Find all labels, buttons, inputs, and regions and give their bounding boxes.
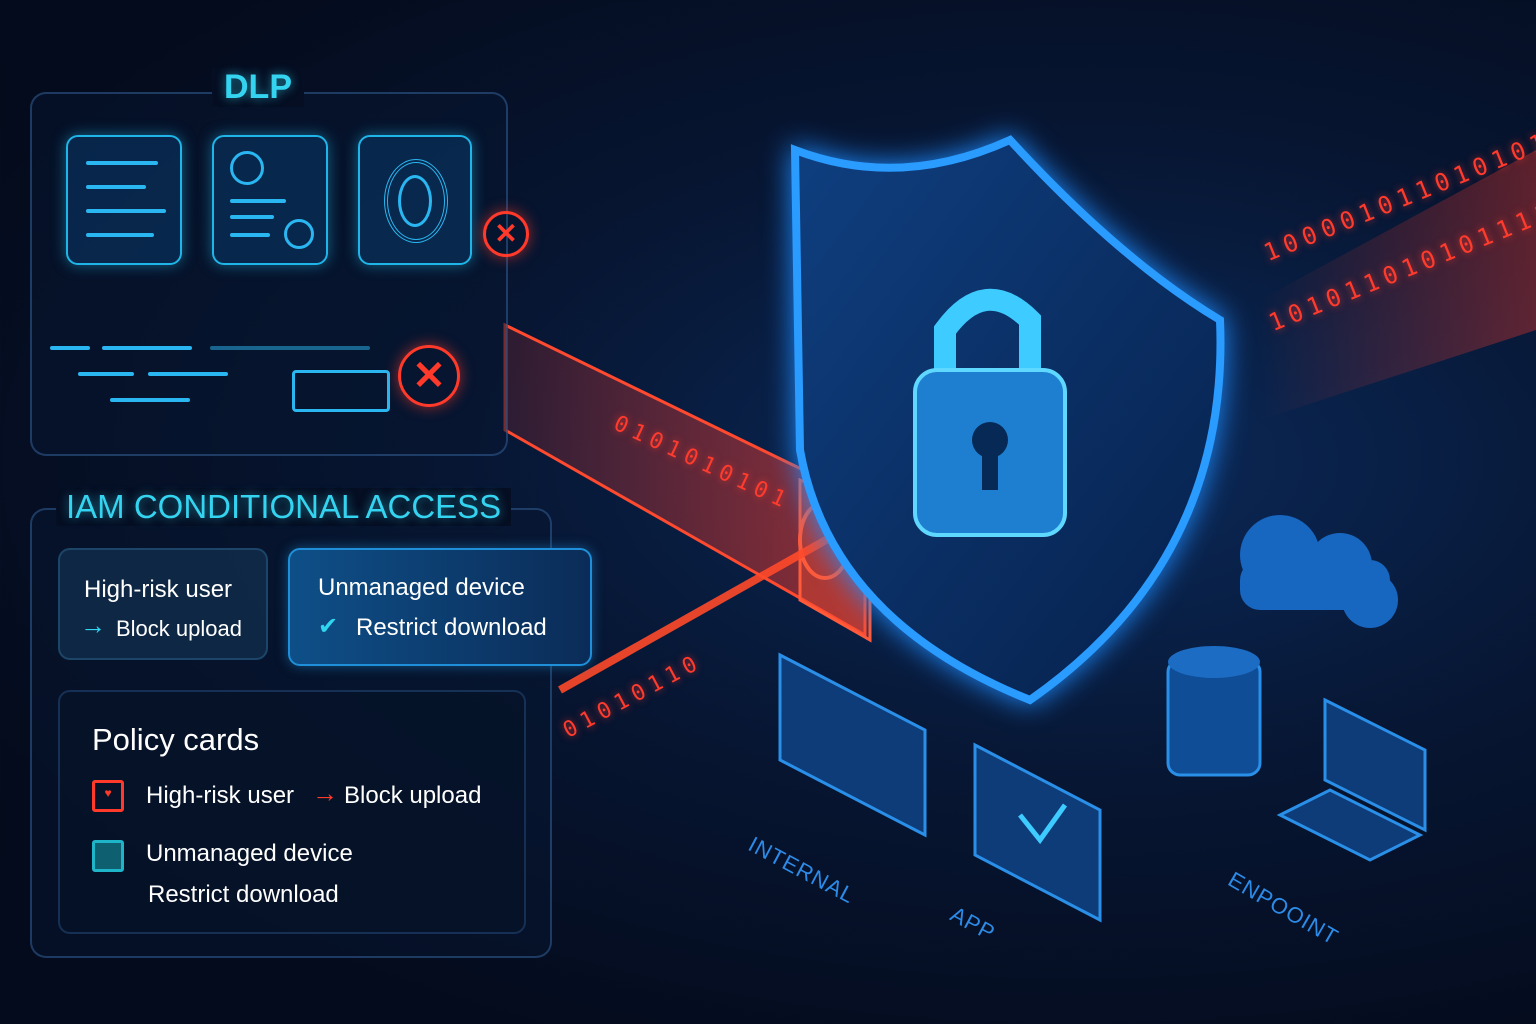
document-lines-icon[interactable]	[66, 135, 182, 265]
policy-cards-title: Policy cards	[92, 722, 260, 757]
internal-doc-device	[778, 652, 927, 838]
red-arrow-icon: →	[312, 778, 338, 808]
laptop-icon	[1276, 697, 1427, 862]
id-document-icon[interactable]	[212, 135, 328, 265]
keyhole	[972, 422, 1008, 458]
unmanaged-device-card[interactable]: Unmanaged device ✔ Restrict download	[288, 548, 592, 666]
dlp-title: DLP	[212, 68, 304, 107]
restrict-download-label: Restrict download	[356, 614, 547, 641]
policy-item-1-condition: High-risk user	[146, 782, 295, 809]
policy-item-2-action: Restrict download	[148, 881, 339, 908]
teal-box-icon	[92, 840, 124, 872]
high-risk-label: High-risk user	[84, 576, 233, 603]
arrow-right-icon: →	[80, 610, 106, 640]
blocked-x-icon-large: ✕	[398, 345, 460, 407]
policy-item-1-action: Block upload	[344, 782, 482, 809]
policy-item-2-condition: Unmanaged device	[146, 840, 353, 867]
unmanaged-device-label: Unmanaged device	[318, 574, 525, 601]
policy-cards-panel: Policy cards ♥ High-risk user → Block up…	[58, 690, 526, 934]
blocked-x-icon: ✕	[483, 211, 529, 257]
top-right-band	[1260, 150, 1536, 420]
red-alert-box-icon: ♥	[92, 780, 124, 812]
high-risk-card[interactable]: High-risk user → Block upload	[58, 548, 268, 660]
database-icon	[1166, 646, 1262, 777]
fingerprint-icon[interactable]	[358, 135, 472, 265]
keyhole-slot	[982, 450, 998, 490]
app-device	[973, 742, 1102, 923]
cloud-icon	[1240, 515, 1398, 628]
iam-title: IAM CONDITIONAL ACCESS	[56, 488, 512, 526]
data-stream	[50, 340, 400, 420]
checkmark-icon: ✔	[318, 613, 339, 640]
block-upload-label: Block upload	[116, 616, 242, 641]
lock-shackle	[934, 288, 1041, 390]
